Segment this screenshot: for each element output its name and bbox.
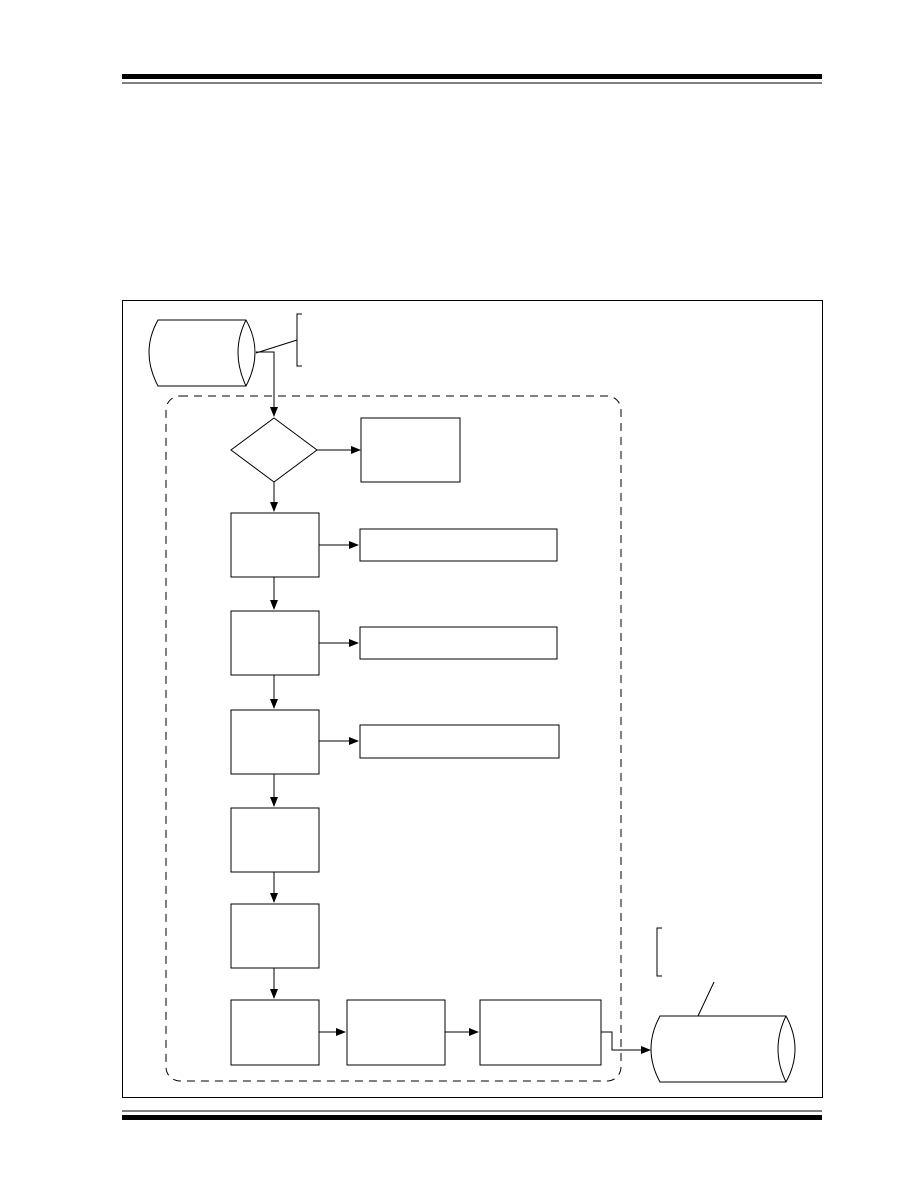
decision-branch-box	[360, 417, 461, 483]
step-8-box	[479, 999, 602, 1066]
step-6-box	[230, 999, 320, 1066]
step-2-box	[230, 610, 320, 676]
step-5-box	[230, 903, 320, 969]
footer-rule	[122, 1110, 822, 1120]
step-3-box	[230, 709, 320, 775]
step-4-box	[230, 807, 320, 873]
step-3-output-box	[359, 724, 560, 759]
step-2-output-box	[359, 626, 558, 660]
target-annotation	[656, 927, 715, 1017]
source-cylinder	[148, 319, 256, 387]
edge-source-to-decision	[256, 351, 278, 417]
target-cylinder	[650, 1015, 796, 1083]
header-rule	[122, 74, 822, 84]
process-boundary	[165, 395, 622, 1082]
step-1-box	[230, 512, 320, 578]
step-1-output-box	[359, 528, 558, 562]
source-annotation	[255, 313, 302, 367]
edge-step-8-to-target	[601, 1031, 651, 1054]
step-7-box	[346, 999, 446, 1066]
decision-diamond	[230, 417, 318, 483]
figure-frame	[122, 300, 823, 1098]
